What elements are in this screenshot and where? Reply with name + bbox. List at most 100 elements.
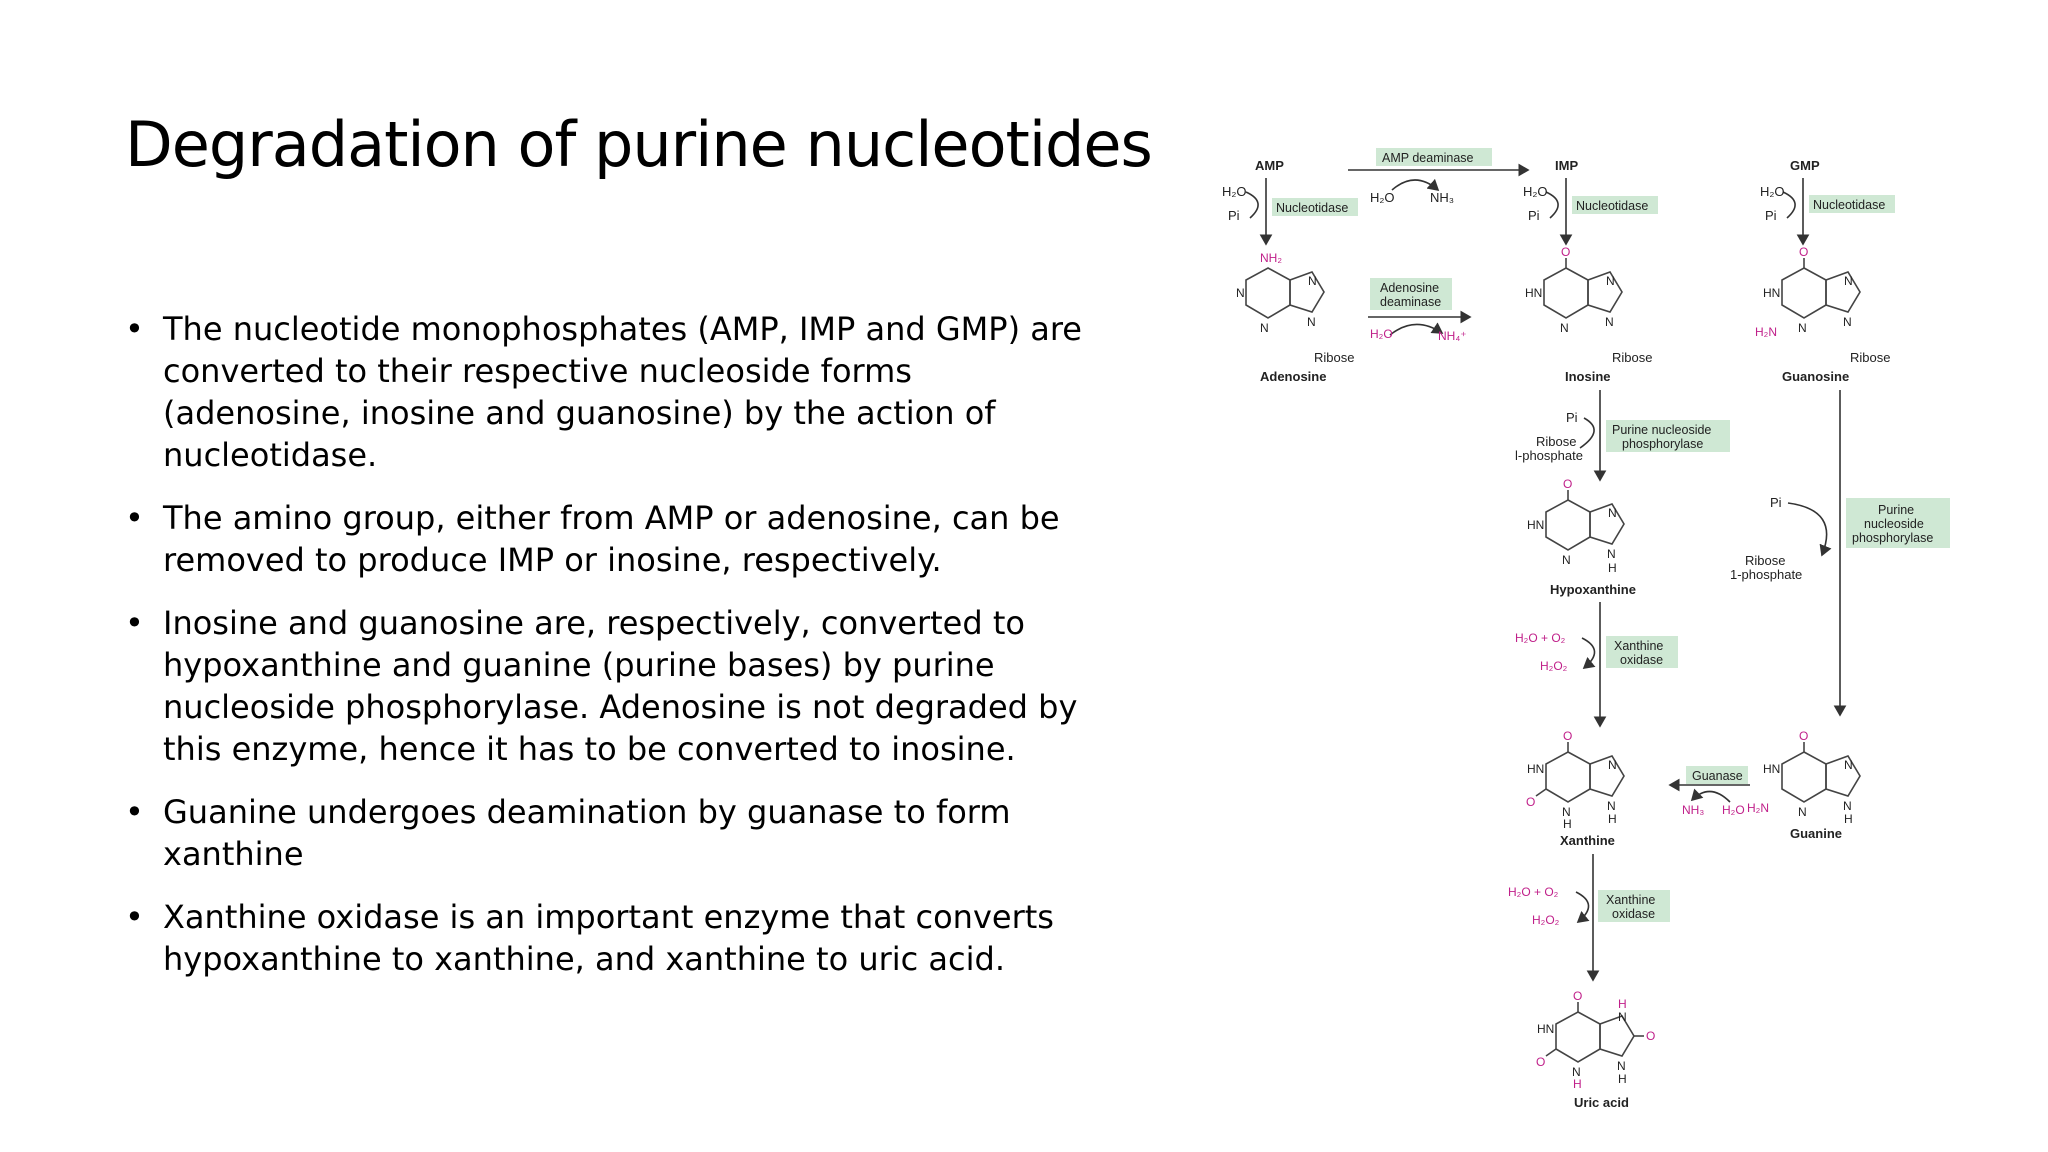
pnp-label: nucleoside bbox=[1864, 517, 1924, 531]
svg-text:N: N bbox=[1605, 315, 1614, 329]
xanthine-oxidase-label: oxidase bbox=[1620, 653, 1663, 667]
purine-degradation-diagram: AMP IMP GMP AMP deaminase H₂O NH₃ H₂O Pi… bbox=[1222, 148, 1950, 1110]
bullet-text: Inosine and guanosine are, respectively,… bbox=[163, 604, 1078, 768]
svg-text:N: N bbox=[1798, 321, 1807, 335]
adenosine-deaminase-label: deaminase bbox=[1380, 295, 1441, 309]
nucleotidase-box bbox=[1572, 196, 1658, 214]
bullet-item: •Guanine undergoes deamination by guanas… bbox=[125, 791, 1085, 875]
pnp-label: phosphorylase bbox=[1852, 531, 1933, 545]
uric-acid-label: Uric acid bbox=[1574, 1095, 1629, 1110]
nucleotidase-label: Nucleotidase bbox=[1813, 198, 1885, 212]
amp-nucleotidase-curve bbox=[1245, 191, 1259, 219]
guanosine-label: Guanosine bbox=[1782, 369, 1849, 384]
guanase-curve bbox=[1690, 788, 1731, 803]
1-phosphate-label: 1-phosphate bbox=[1730, 567, 1802, 582]
pnp-box bbox=[1846, 498, 1950, 548]
h2o-label: H₂O bbox=[1760, 184, 1785, 199]
svg-text:N: N bbox=[1608, 506, 1617, 520]
svg-text:N: N bbox=[1843, 799, 1852, 813]
xanthine-oxidase-label: Xanthine bbox=[1614, 639, 1663, 653]
svg-text:O: O bbox=[1563, 477, 1572, 491]
svg-text:HN: HN bbox=[1527, 762, 1544, 776]
xanthine-oxidase-curve bbox=[1575, 891, 1590, 924]
uric-acid-structure: O O O HN N H H N N H bbox=[1536, 989, 1655, 1091]
slide-title: Degradation of purine nucleotides bbox=[125, 108, 1153, 181]
svg-text:N: N bbox=[1617, 1059, 1626, 1073]
guanase-label: Guanase bbox=[1692, 769, 1743, 783]
svg-text:N: N bbox=[1607, 547, 1616, 561]
bullet-dot: • bbox=[125, 793, 144, 831]
xanthine-oxidase-label: oxidase bbox=[1612, 907, 1655, 921]
pnp-label: phosphorylase bbox=[1622, 437, 1703, 451]
svg-text:H: H bbox=[1618, 1072, 1627, 1086]
svg-text:H: H bbox=[1573, 1077, 1582, 1091]
h2o-label: H₂O bbox=[1722, 803, 1745, 817]
svg-text:N: N bbox=[1572, 1065, 1581, 1079]
svg-text:N: N bbox=[1608, 758, 1617, 772]
svg-text:N: N bbox=[1618, 1010, 1627, 1024]
svg-text:HN: HN bbox=[1763, 286, 1780, 300]
h2o-label: H₂O bbox=[1222, 184, 1247, 199]
ribose-label: Ribose bbox=[1745, 553, 1785, 568]
svg-text:HN: HN bbox=[1527, 518, 1544, 532]
inosine-structure: O HN N N N Ribose bbox=[1525, 245, 1652, 365]
bullet-item: •Xanthine oxidase is an important enzyme… bbox=[125, 896, 1085, 980]
h2o-label: H₂O bbox=[1523, 184, 1548, 199]
svg-text:O: O bbox=[1799, 729, 1808, 743]
amp-label: AMP bbox=[1255, 158, 1284, 173]
svg-text:N: N bbox=[1798, 805, 1807, 819]
svg-text:O: O bbox=[1799, 245, 1808, 259]
bullet-dot: • bbox=[125, 604, 144, 642]
svg-text:N: N bbox=[1236, 286, 1245, 300]
nh3-label: NH₃ bbox=[1682, 803, 1704, 817]
svg-text:N: N bbox=[1844, 274, 1853, 288]
amp-deaminase-label: AMP deaminase bbox=[1382, 151, 1474, 165]
bullet-item: •The nucleotide monophosphates (AMP, IMP… bbox=[125, 308, 1085, 476]
svg-text:N: N bbox=[1562, 553, 1571, 567]
adenosine-deaminase-box bbox=[1370, 278, 1452, 310]
adenosine-structure: NH₂ N N N N Ribose bbox=[1236, 251, 1354, 365]
guanine-label: Guanine bbox=[1790, 826, 1842, 841]
svg-text:H: H bbox=[1618, 997, 1627, 1011]
svg-text:HN: HN bbox=[1763, 762, 1780, 776]
svg-text:N: N bbox=[1308, 274, 1317, 288]
pi-label: Pi bbox=[1528, 208, 1540, 223]
bullet-dot: • bbox=[125, 499, 144, 537]
nh3-label: NH₃ bbox=[1430, 190, 1454, 205]
svg-text:N: N bbox=[1843, 315, 1852, 329]
bullet-dot: • bbox=[125, 898, 144, 936]
xanthine-oxidase-box bbox=[1606, 636, 1678, 668]
svg-text:H: H bbox=[1608, 561, 1617, 575]
hypoxanthine-structure: O HN N N N H bbox=[1527, 477, 1625, 575]
l-phosphate-label: l-phosphate bbox=[1515, 448, 1583, 463]
bullet-list: •The nucleotide monophosphates (AMP, IMP… bbox=[125, 308, 1085, 1001]
pnp-curve bbox=[1787, 502, 1832, 557]
gmp-label: GMP bbox=[1790, 158, 1820, 173]
svg-text:N: N bbox=[1607, 799, 1616, 813]
svg-text:HN: HN bbox=[1525, 286, 1542, 300]
adenosine-deaminase-curve bbox=[1389, 322, 1444, 336]
pi-label: Pi bbox=[1228, 208, 1240, 223]
guanine-structure: O HN H₂N N N N H bbox=[1747, 729, 1861, 826]
svg-text:O: O bbox=[1563, 729, 1572, 743]
pi-label: Pi bbox=[1566, 410, 1578, 425]
svg-text:H: H bbox=[1844, 812, 1853, 826]
pi-label: Pi bbox=[1770, 495, 1782, 510]
hypoxanthine-label: Hypoxanthine bbox=[1550, 582, 1636, 597]
guanase-box bbox=[1686, 766, 1748, 784]
pnp-curve bbox=[1579, 417, 1595, 449]
h2o2-label: H₂O₂ bbox=[1540, 659, 1568, 673]
svg-text:Ribose: Ribose bbox=[1612, 350, 1652, 365]
pi-label: Pi bbox=[1765, 208, 1777, 223]
pnp-box bbox=[1606, 420, 1730, 452]
amp-deaminase-curve bbox=[1391, 178, 1440, 192]
svg-text:N: N bbox=[1560, 321, 1569, 335]
amp-deaminase-box bbox=[1376, 148, 1492, 166]
gmp-nucleotidase-curve bbox=[1782, 191, 1796, 219]
inosine-label: Inosine bbox=[1565, 369, 1611, 384]
svg-text:NH₂: NH₂ bbox=[1260, 251, 1282, 265]
imp-label: IMP bbox=[1555, 158, 1578, 173]
svg-text:O: O bbox=[1646, 1029, 1655, 1043]
xanthine-structure: O O HN N H N N H bbox=[1526, 729, 1625, 831]
h2o2-label: H₂O₂ bbox=[1532, 913, 1560, 927]
